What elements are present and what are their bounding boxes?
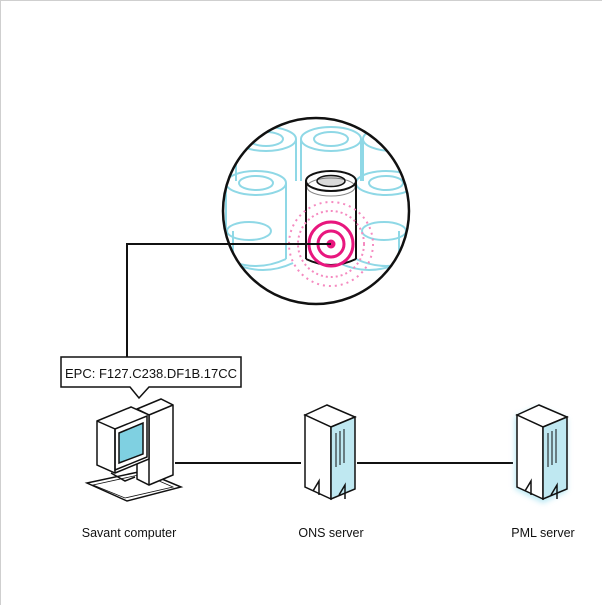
connector-lines (126, 243, 513, 464)
epc-callout: EPC: F127.C238.DF1B.17CC (60, 356, 242, 400)
epc-code-text: EPC: F127.C238.DF1B.17CC (65, 366, 237, 381)
rfid-tagged-can-icon (305, 170, 357, 266)
savant-computer-node: Savant computer (82, 398, 184, 540)
desktop-computer-icon (84, 398, 184, 502)
ons-server-label: ONS server (298, 526, 363, 540)
pml-server-node: PML server (511, 404, 575, 540)
product-cans-background (225, 126, 408, 287)
magnifier-ring (221, 116, 411, 306)
tag-to-callout-line (126, 243, 331, 357)
tag-magnifier (221, 116, 411, 306)
savant-computer-label: Savant computer (82, 526, 177, 540)
tower-server-icon (303, 404, 357, 501)
ons-server-node: ONS server (298, 404, 364, 540)
pml-server-label: PML server (511, 526, 574, 540)
tower-server-icon (515, 404, 569, 501)
